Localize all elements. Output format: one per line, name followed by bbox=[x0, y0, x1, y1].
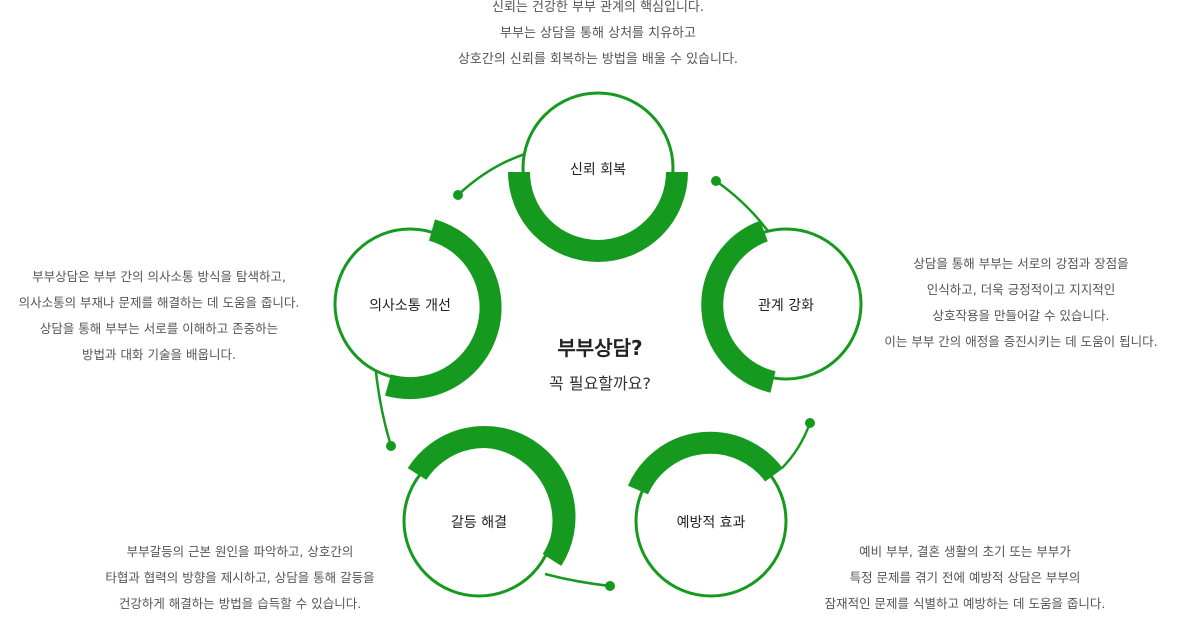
connector-dot bbox=[453, 190, 463, 200]
description-conflict-resolution: 부부갈등의 근본 원인을 파악하고, 상호간의 타협과 협력의 방향을 제시하고… bbox=[78, 539, 402, 617]
node-trust-recovery-label: 신뢰 회복 bbox=[570, 162, 626, 178]
connector-prevention-to-conflict bbox=[544, 572, 611, 588]
connector-dots bbox=[386, 176, 815, 591]
node-preventive-effect: 예방적 효과 bbox=[627, 431, 788, 598]
description-preventive-effect: 예비 부부, 결혼 생활의 초기 또는 부부가 특정 문제를 겪기 전에 예방적… bbox=[798, 539, 1132, 617]
connector-dot bbox=[711, 176, 721, 186]
description-line: 부부갈등의 근본 원인을 파악하고, 상호간의 bbox=[126, 544, 354, 559]
node-preventive-effect-label: 예방적 효과 bbox=[677, 515, 746, 531]
node-communication-improvement: 의사소통 개선 bbox=[333, 219, 502, 400]
description-line: 부부는 상담을 통해 상처를 치유하고 bbox=[500, 26, 696, 41]
node-trust-recovery: 신뢰 회복 bbox=[508, 91, 688, 262]
description-line: 타협과 협력의 방향을 제시하고, 상담을 통해 갈등을 bbox=[105, 570, 375, 585]
connector-dot bbox=[386, 441, 396, 451]
description-line: 상호작용을 만들어갈 수 있습니다. bbox=[932, 308, 1110, 323]
connector-dot bbox=[605, 581, 615, 591]
node-conflict-resolution-label: 갈등 해결 bbox=[451, 515, 507, 531]
description-line: 방법과 대화 기술을 배웁니다. bbox=[82, 347, 236, 362]
description-line: 신뢰는 건강한 부부 관계의 핵심입니다. bbox=[491, 0, 705, 15]
center-title: 부부상담? bbox=[557, 336, 643, 360]
description-line: 건강하게 해결하는 방법을 습득할 수 있습니다. bbox=[118, 596, 362, 611]
center-subtitle: 꼭 필요할까요? bbox=[549, 374, 651, 393]
description-line: 예비 부부, 결혼 생활의 초기 또는 부부가 bbox=[859, 544, 1071, 559]
description-line: 상호간의 신뢰를 회복하는 방법을 배울 수 있습니다. bbox=[457, 52, 739, 67]
node-relationship-strengthening: 관계 강화 bbox=[701, 220, 863, 393]
description-trust-recovery: 신뢰는 건강한 부부 관계의 핵심입니다. 부부는 상담을 통해 상처를 치유하… bbox=[420, 0, 776, 73]
node-trust-recovery-arc bbox=[508, 171, 688, 262]
description-relationship-strengthening: 상담을 통해 부부는 서로의 강점과 장점을 인식하고, 더욱 긍정적이고 지지… bbox=[862, 251, 1180, 355]
description-line: 이는 부부 간의 애정을 증진시키는 데 도움이 됩니다. bbox=[884, 334, 1158, 349]
description-line: 인식하고, 더욱 긍정적이고 지지적인 bbox=[926, 282, 1116, 297]
description-line: 상담을 통해 부부는 서로를 이해하고 존중하는 bbox=[39, 321, 279, 336]
description-line: 상담을 통해 부부는 서로의 강점과 장점을 bbox=[913, 256, 1129, 271]
node-relationship-strengthening-arc bbox=[701, 220, 776, 393]
connector-relationship-to-prevention bbox=[781, 422, 812, 469]
node-conflict-resolution-arc bbox=[407, 425, 576, 566]
node-preventive-effect-arc bbox=[627, 431, 783, 495]
description-communication-improvement: 부부상담은 부부 간의 의사소통 방식을 탐색하고, 의사소통의 부재나 문제를… bbox=[0, 264, 318, 368]
description-line: 의사소통의 부재나 문제를 해결하는 데 도움을 줍니다. bbox=[18, 295, 300, 310]
node-communication-improvement-arc bbox=[385, 219, 502, 400]
description-line: 특정 문제를 겪기 전에 예방적 상담은 부부의 bbox=[849, 570, 1081, 585]
description-line: 부부상담은 부부 간의 의사소통 방식을 탐색하고, bbox=[32, 269, 286, 284]
node-relationship-strengthening-label: 관계 강화 bbox=[758, 298, 814, 314]
description-line: 잠재적인 문제를 식별하고 예방하는 데 도움을 줍니다. bbox=[824, 596, 1106, 611]
connector-conflict-to-communication bbox=[374, 371, 393, 447]
connector-dot bbox=[805, 418, 815, 428]
connector-trust-to-communication bbox=[457, 151, 529, 196]
node-conflict-resolution: 갈등 해결 bbox=[402, 425, 576, 598]
node-communication-improvement-label: 의사소통 개선 bbox=[369, 298, 451, 314]
